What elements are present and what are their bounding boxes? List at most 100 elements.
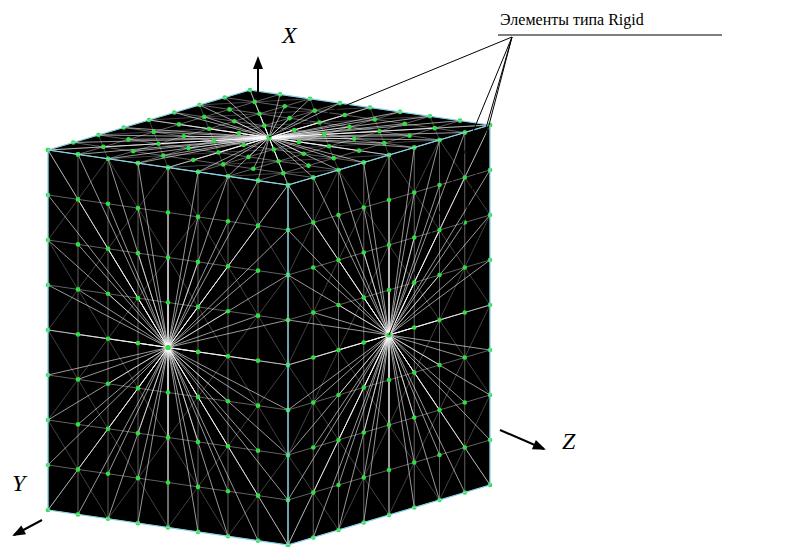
rigid-element [260, 114, 270, 138]
mesh-diagonal [48, 330, 78, 379]
mesh-diagonal [138, 168, 168, 209]
mesh-diagonal [228, 176, 258, 225]
mesh-diagonal [414, 140, 439, 193]
rigid-element [389, 215, 490, 335]
rigid-element [124, 128, 269, 138]
mesh-node [166, 255, 171, 260]
mesh-diagonal [375, 116, 430, 119]
mesh-node [357, 148, 362, 153]
mesh-node [106, 201, 111, 206]
rigid-element [168, 348, 258, 541]
rigid-element [389, 223, 465, 336]
mesh-node [336, 483, 341, 488]
mesh-node [76, 332, 81, 337]
mesh-node [76, 422, 81, 427]
rigid-element [108, 294, 168, 348]
rigid-element [288, 230, 389, 335]
mesh-node [311, 490, 316, 495]
rigid-element [168, 348, 228, 537]
mesh-nodes [46, 88, 493, 547]
mesh-diagonal [108, 429, 138, 478]
mesh-node [412, 280, 417, 285]
mesh-node [196, 215, 201, 220]
mesh-node [106, 381, 111, 386]
mesh-node [101, 145, 106, 150]
rigid-element [269, 138, 334, 159]
mesh-diagonal [78, 249, 108, 290]
rigid-center-node [266, 135, 271, 140]
mesh-node [76, 377, 81, 382]
mesh-diagonal [313, 403, 338, 441]
mesh-node [462, 400, 467, 405]
rigid-element [253, 138, 269, 169]
mesh-line [228, 116, 430, 176]
mesh-diagonal [364, 425, 389, 478]
rigid-element [138, 163, 168, 347]
mesh-node [301, 151, 306, 156]
rigid-element [108, 339, 168, 348]
mesh-diagonal [168, 438, 198, 487]
rigid-element [389, 335, 490, 395]
mesh-node [311, 445, 316, 450]
mesh-node [437, 363, 442, 368]
mesh-node [136, 341, 141, 346]
mesh-node [226, 399, 231, 404]
rigid-element [168, 181, 258, 348]
mesh-diagonal [288, 365, 313, 403]
mesh-diagonal [258, 406, 288, 455]
mesh-node [136, 296, 141, 301]
mesh-node [462, 310, 467, 315]
mesh-diagonal [228, 406, 258, 447]
rigid-element [168, 275, 288, 348]
rigid-element [108, 348, 168, 519]
mesh-diagonal [258, 275, 288, 316]
rigid-element [339, 335, 390, 485]
rigid-element [239, 133, 269, 137]
y-axis-arrow-head [12, 525, 26, 536]
rigid-element [78, 199, 168, 347]
rigid-element [168, 348, 288, 546]
rigid-element [313, 313, 389, 336]
rigid-element [339, 215, 390, 335]
mesh-diagonal [339, 478, 364, 531]
rigid-element [228, 138, 269, 177]
cube-edge [288, 485, 490, 545]
mesh-node [241, 143, 246, 148]
mesh-diagonal [440, 140, 465, 178]
mesh-node [106, 336, 111, 341]
mesh-node [221, 162, 226, 167]
mesh-node [311, 355, 316, 360]
mesh-node [216, 150, 221, 155]
mesh-node [166, 480, 171, 485]
leader-lines [269, 35, 722, 335]
rigid-element [389, 290, 390, 335]
mesh-node [387, 243, 392, 248]
rigid-element [364, 163, 389, 336]
mesh-line [288, 185, 289, 545]
mesh-node [437, 183, 442, 188]
leader-line [269, 37, 512, 137]
rigid-element [288, 320, 389, 335]
mesh-diagonal [465, 395, 490, 448]
rigid-element [230, 109, 270, 137]
axis-arrows [12, 56, 546, 536]
rigid-element [168, 303, 169, 348]
mesh-node [196, 350, 201, 355]
rigid-element [154, 132, 269, 138]
mesh-node [256, 493, 261, 498]
rigid-element [389, 125, 490, 335]
mesh-diagonal [258, 226, 288, 275]
rigid-element [193, 138, 269, 161]
mesh-diagonal [228, 173, 283, 176]
cube-edge [48, 90, 250, 150]
cube-edge [287, 185, 288, 545]
mesh-diagonal [288, 223, 313, 276]
rigid-elements [48, 90, 490, 545]
mesh-node [226, 219, 231, 224]
mesh-diagonal [78, 469, 108, 518]
mesh-node [412, 235, 417, 240]
mesh-diagonal [258, 455, 288, 496]
mesh-node [227, 107, 232, 112]
rigid-element [168, 348, 288, 456]
rigid-element [168, 320, 288, 348]
